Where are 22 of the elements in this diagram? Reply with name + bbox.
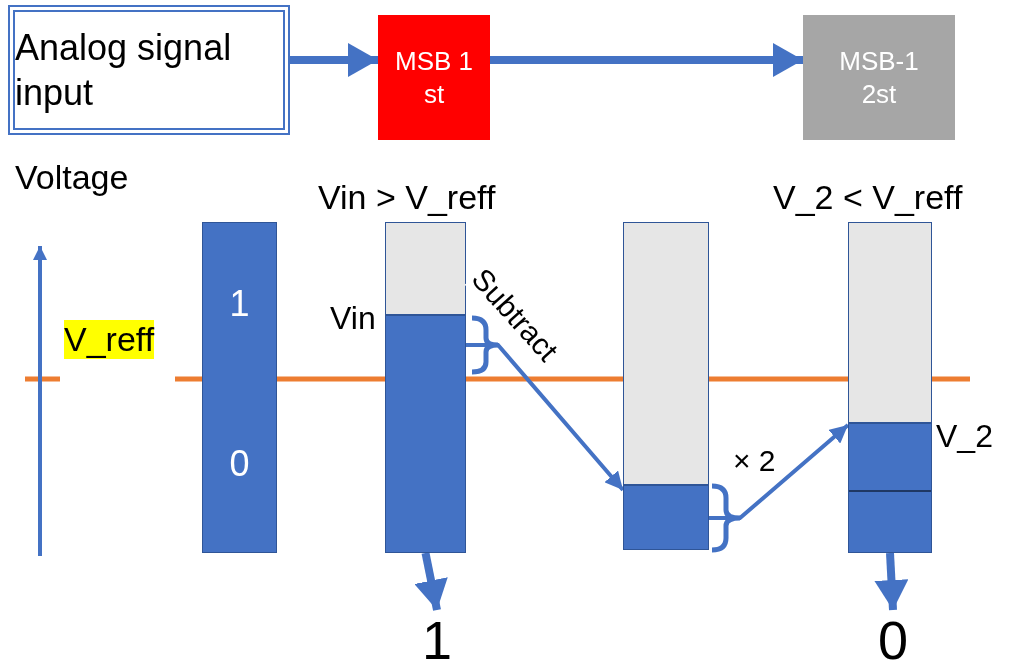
level-label: V_2: [936, 418, 993, 455]
condition-label: V_2 < V_reff: [773, 178, 963, 217]
msb-box: MSB-1 2st: [803, 15, 955, 140]
level-label: Vin: [330, 300, 376, 337]
arrow: [466, 343, 625, 492]
bit-label: 0: [228, 443, 251, 485]
msb-box: MSB 1 st: [378, 15, 490, 140]
output-bit: 1: [412, 610, 462, 670]
voltage-bar: [848, 222, 932, 553]
input-box: Analog signal input: [8, 5, 290, 135]
arrow: [290, 43, 378, 77]
output-bit: 0: [868, 610, 918, 670]
voltage-bar: [385, 222, 466, 553]
arrow: [874, 552, 909, 611]
voltage-bar: [623, 222, 709, 550]
voltage-bar: [202, 222, 277, 553]
arrow: [709, 423, 850, 520]
condition-label: Vin > V_reff: [318, 178, 496, 217]
arrow: [414, 552, 448, 611]
bit-label: 1: [228, 283, 251, 325]
arrow: [490, 43, 803, 77]
axis-label: Voltage: [15, 158, 129, 197]
